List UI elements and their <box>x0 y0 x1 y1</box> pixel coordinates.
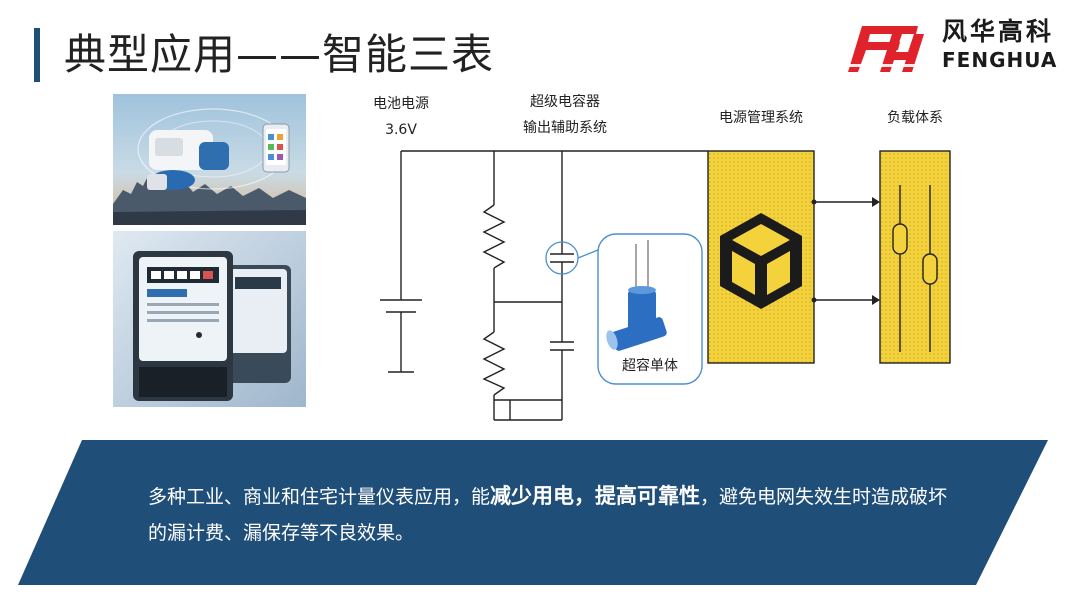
fenghua-logo-icon <box>848 26 928 72</box>
supercap-label-line2: 输出辅助系统 <box>523 120 607 136</box>
cube-icon <box>720 213 802 309</box>
power-mgmt-label: 电源管理系统 <box>719 110 803 126</box>
page-title: 典型应用——智能三表 <box>64 30 495 79</box>
supercap-label-line1: 超级电容器 <box>530 94 600 110</box>
supercap-unit-label: 超容单体 <box>622 358 678 374</box>
battery-label: 电池电源 <box>373 96 429 112</box>
smart-meter-app-photo <box>113 94 306 225</box>
title-accent-bar <box>34 28 40 82</box>
summary-text: 多种工业、商业和住宅计量仪表应用，能减少用电，提高可靠性，避免电网失效生时造成破… <box>148 484 948 544</box>
supercap-unit-icon <box>606 240 667 351</box>
logo-name-en: FENGHUA <box>942 48 1058 72</box>
load-label: 负载体系 <box>887 110 943 126</box>
summary-banner <box>18 440 1048 585</box>
electric-meter-photo <box>113 231 306 407</box>
logo-name-cn: 风华高科 <box>942 17 1055 46</box>
battery-voltage: 3.6V <box>385 122 417 138</box>
